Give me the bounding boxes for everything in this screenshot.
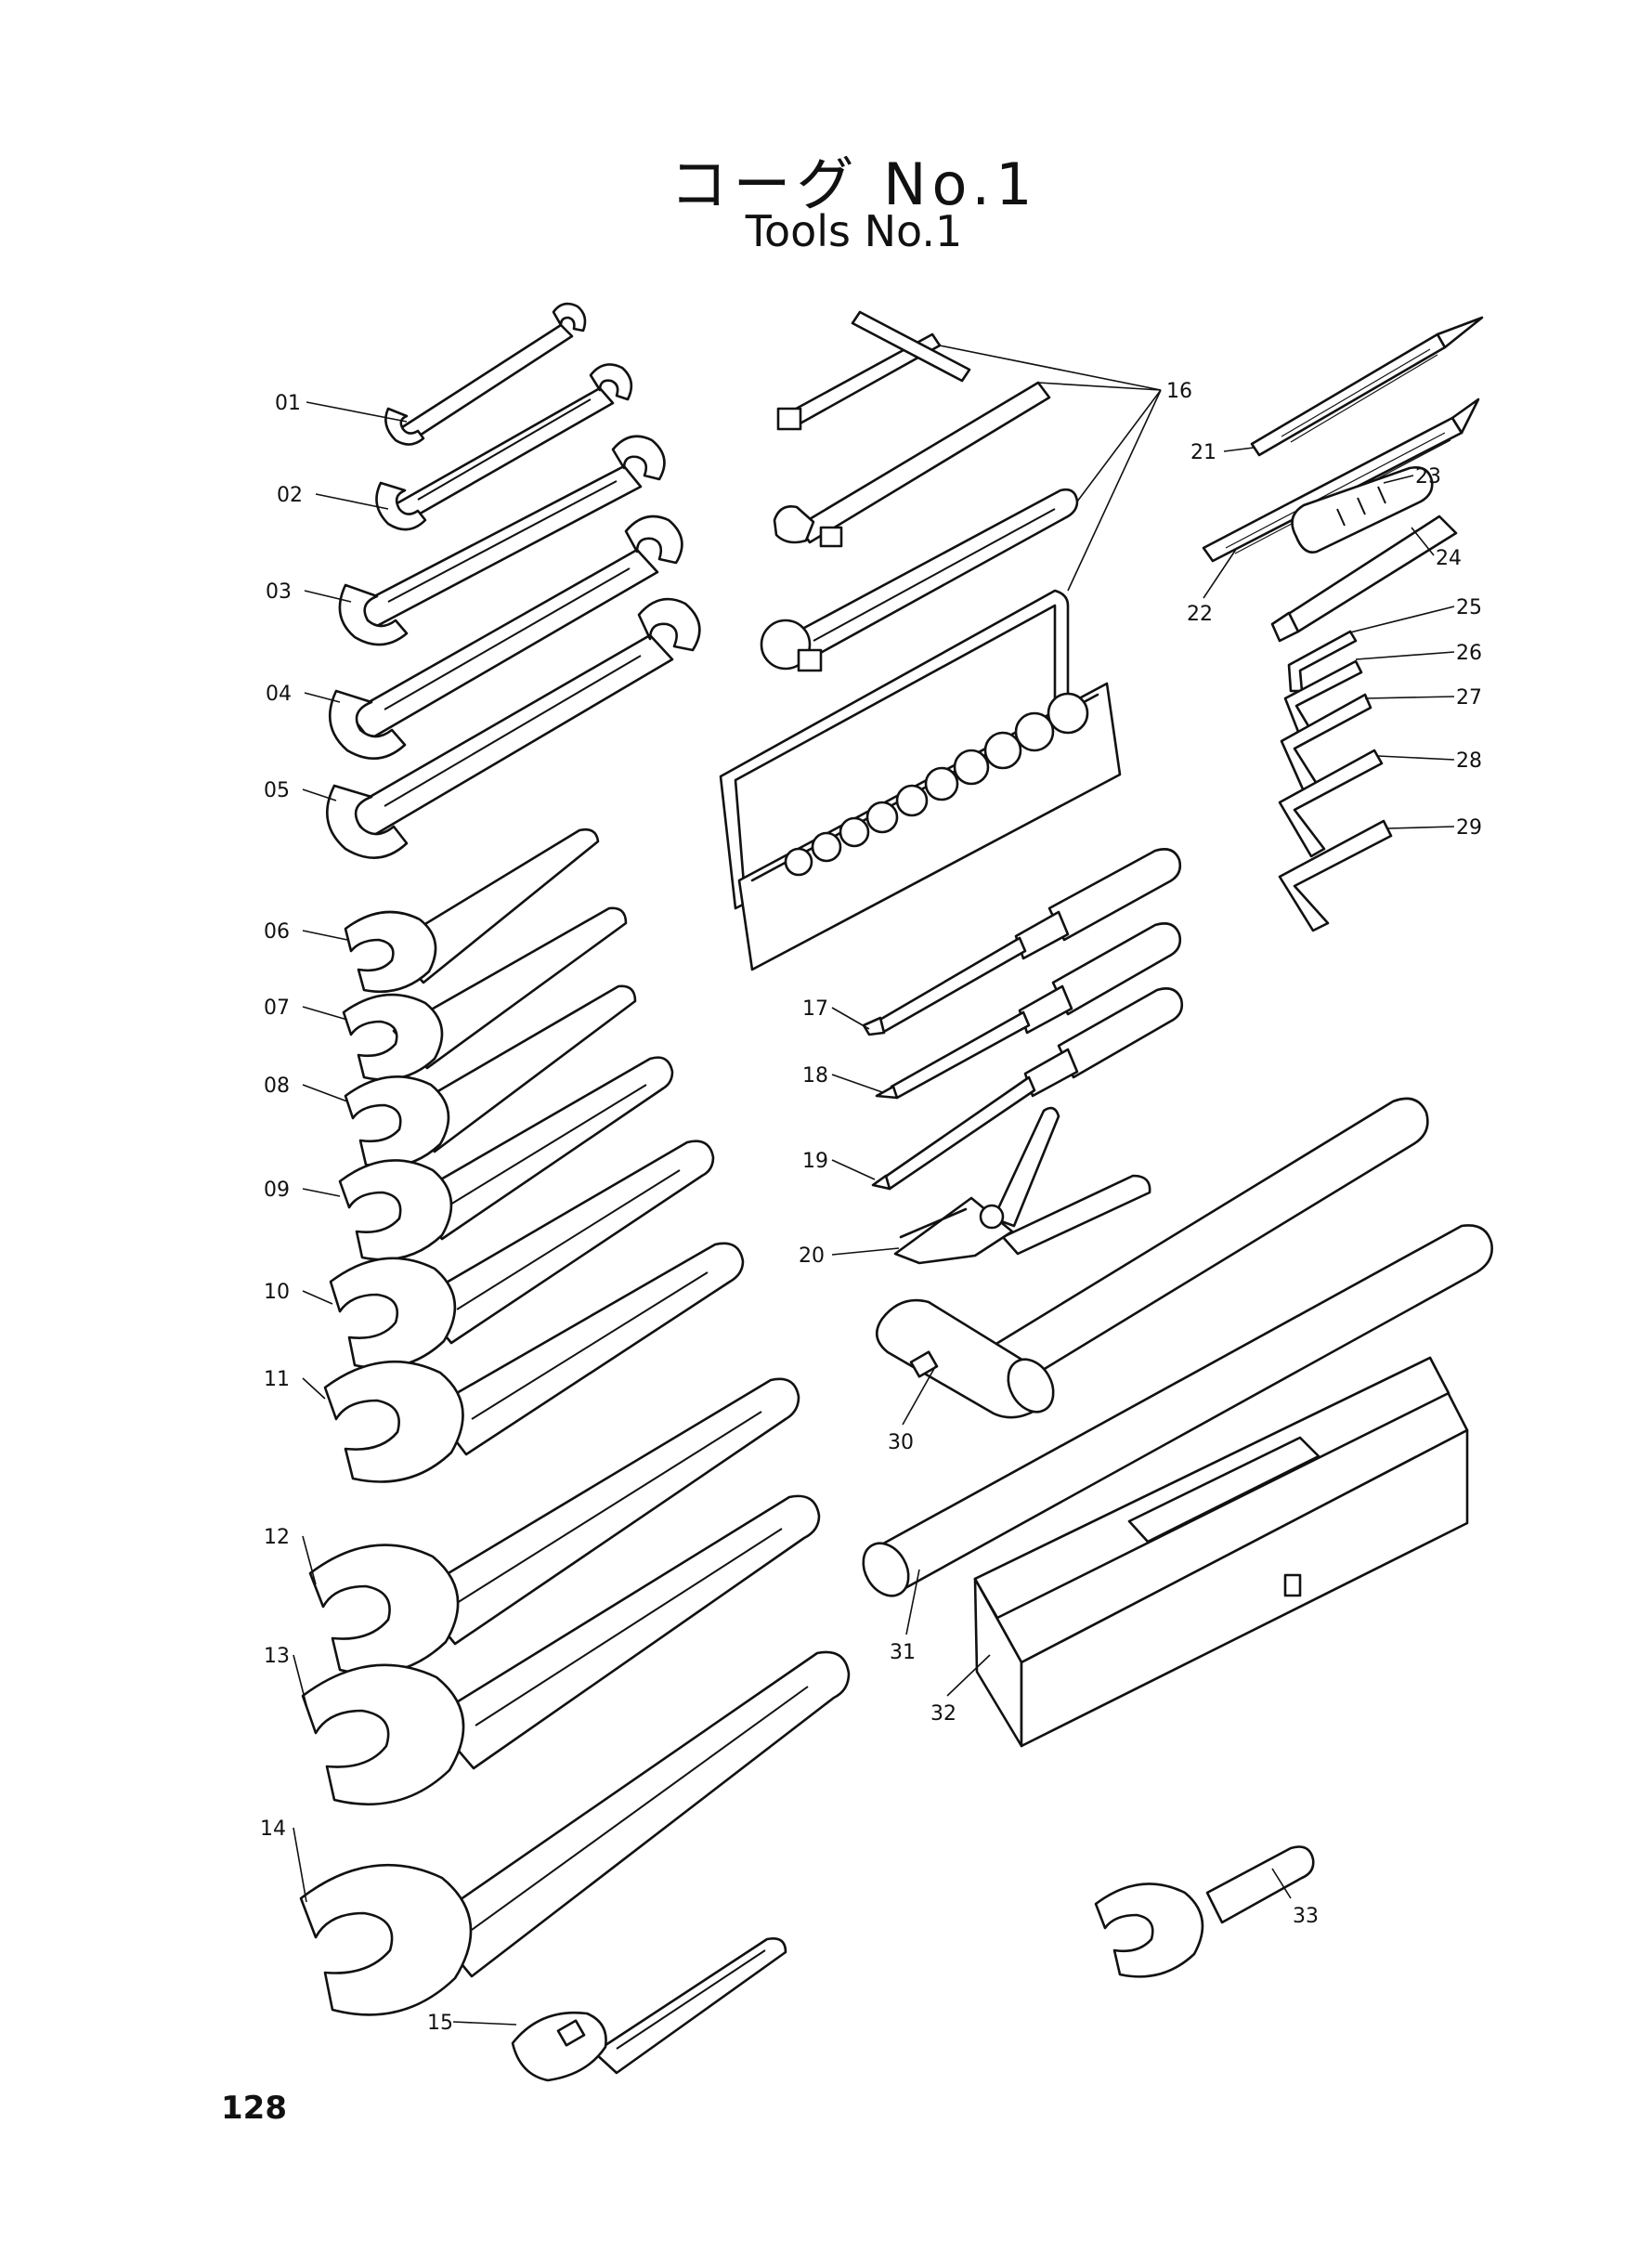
leader-lines: [293, 401, 1455, 2026]
callout-32: 32: [930, 1702, 956, 1726]
callout-10: 10: [264, 1281, 290, 1304]
wrench-03-drawing: [338, 435, 666, 646]
spanner-07-drawing: [342, 906, 628, 1081]
callout-02: 02: [277, 484, 303, 507]
callout-08: 08: [264, 1075, 290, 1098]
hammer-30-drawing: [875, 1097, 1429, 1419]
adjustable-wrench-15-drawing: [511, 1937, 787, 2082]
spanner-06-drawing: [344, 827, 600, 994]
screwdriver-18-drawing: [875, 922, 1182, 1100]
page-title-english: Tools No.1: [745, 206, 963, 256]
wrench-05-drawing: [326, 597, 701, 859]
callout-19: 19: [802, 1150, 828, 1173]
hex-key-25-drawing: [1287, 630, 1358, 693]
spanner-14-drawing: [299, 1650, 851, 2016]
wrench-02-drawing: [375, 363, 633, 531]
callout-14: 14: [260, 1818, 286, 1841]
callout-26: 26: [1456, 642, 1482, 665]
wrench-04-drawing: [329, 515, 683, 760]
spanner-12-drawing: [308, 1377, 800, 1675]
callout-20: 20: [799, 1244, 825, 1268]
hex-key-28-drawing: [1278, 749, 1384, 858]
callout-30: 30: [888, 1431, 914, 1454]
callout-13: 13: [264, 1645, 290, 1668]
spanner-09-drawing: [338, 1056, 674, 1261]
spanner-33-drawing: [1094, 1845, 1315, 1978]
callout-28: 28: [1456, 749, 1482, 773]
callout-12: 12: [264, 1526, 290, 1549]
spanner-10-drawing: [329, 1140, 715, 1370]
sockets-row: [784, 692, 1089, 877]
callout-09: 09: [264, 1179, 290, 1202]
callout-27: 27: [1456, 686, 1482, 710]
callout-07: 07: [264, 997, 290, 1020]
socket-set-16-drawing: [719, 310, 1162, 971]
callout-24: 24: [1436, 547, 1462, 570]
callout-18: 18: [802, 1064, 828, 1088]
callout-29: 29: [1456, 816, 1482, 840]
file-21-drawing: [1250, 316, 1484, 457]
pliers-20-drawing: [893, 1106, 1151, 1265]
spanner-11-drawing: [323, 1242, 745, 1483]
page-number: 128: [221, 2090, 287, 2127]
spanner-08-drawing: [344, 984, 637, 1168]
callout-31: 31: [890, 1641, 916, 1664]
screwdriver-17-drawing: [862, 848, 1182, 1036]
callout-11: 11: [264, 1368, 290, 1391]
callout-22: 22: [1187, 603, 1213, 626]
callout-06: 06: [264, 920, 290, 944]
tool-box-32-drawing: [973, 1356, 1469, 1748]
wrench-01-drawing: [384, 302, 587, 446]
pipe-31-drawing: [862, 1224, 1493, 1597]
callout-03: 03: [266, 580, 292, 604]
callout-33: 33: [1293, 1905, 1319, 1928]
file-handle-23-drawing: [1291, 466, 1434, 554]
callout-25: 25: [1456, 596, 1482, 619]
callout-21: 21: [1190, 441, 1216, 464]
callout-15: 15: [427, 2012, 453, 2035]
callout-04: 04: [266, 683, 292, 706]
callout-labels: 01 02 03 04 05 06 07 08 09 10 11 12 13 1…: [260, 380, 1482, 2035]
callout-16: 16: [1166, 380, 1192, 403]
hex-key-29-drawing: [1278, 819, 1393, 932]
chisel-24-drawing: [1270, 515, 1458, 643]
screwdriver-19-drawing: [871, 987, 1184, 1191]
callout-17: 17: [802, 997, 828, 1021]
callout-01: 01: [275, 392, 301, 415]
callout-23: 23: [1415, 465, 1441, 489]
spanner-13-drawing: [301, 1494, 821, 1806]
callout-05: 05: [264, 779, 290, 802]
page-title-japanese: コーグ No.1: [670, 150, 1038, 218]
